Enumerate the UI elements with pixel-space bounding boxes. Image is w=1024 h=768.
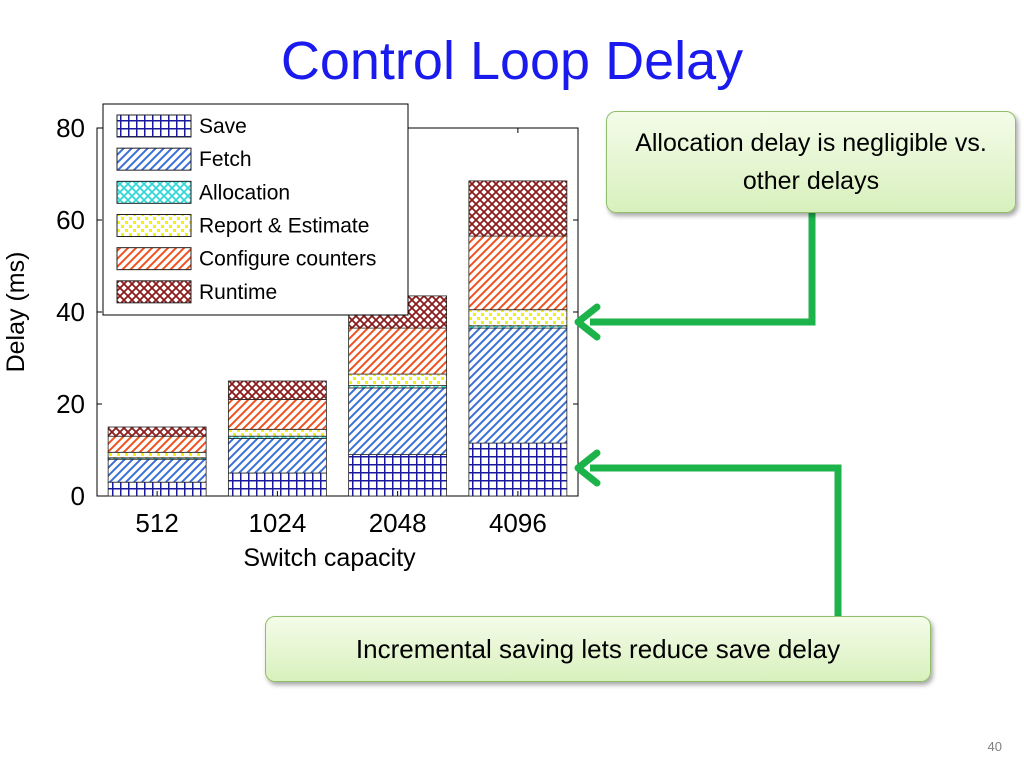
bar-segment-save <box>468 442 568 497</box>
x-tick-label: 2048 <box>369 508 427 538</box>
allocation-arrow-line <box>590 213 816 326</box>
bar-segment-fetch <box>468 327 568 444</box>
bar-segment-report-estimate <box>227 428 327 437</box>
bar-segment-fetch <box>227 438 327 474</box>
slide-title: Control Loop Delay <box>280 31 744 91</box>
bar-segment-configure-counters <box>227 398 327 430</box>
bar-segment-runtime <box>468 180 568 237</box>
allocation-callout: Allocation delay is negligible vs. other… <box>606 111 1016 213</box>
bar-segment-fetch <box>348 387 448 455</box>
y-tick-label: 80 <box>56 113 85 143</box>
page-number: 40 <box>987 739 1002 754</box>
x-tick-label: 1024 <box>248 508 306 538</box>
bar-segment-configure-counters <box>107 435 207 453</box>
legend-swatch-report-estimate <box>116 214 192 237</box>
legend-label: Save <box>199 115 247 138</box>
y-tick-label: 0 <box>71 481 85 511</box>
bar-segment-runtime <box>227 380 327 400</box>
bar-segment-runtime <box>107 426 207 437</box>
legend-label: Runtime <box>199 281 277 304</box>
legend-swatch-save <box>116 114 192 138</box>
x-tick-label: 512 <box>135 508 178 538</box>
allocation-arrowhead <box>574 303 601 341</box>
legend-box <box>102 103 409 316</box>
bar-segment-report-estimate <box>348 373 448 387</box>
legend-label: Report & Estimate <box>199 215 369 238</box>
bar-segment-report-estimate <box>468 309 568 327</box>
bar-segment-configure-counters <box>468 235 568 311</box>
x-tick-label: 4096 <box>489 508 547 538</box>
saving-arrow-line <box>590 464 842 616</box>
legend-swatch-configure-counters <box>116 247 192 271</box>
y-tick-label: 20 <box>56 389 85 419</box>
legend-label: Allocation <box>199 181 290 204</box>
saving-callout: Incremental saving lets reduce save dela… <box>265 616 931 682</box>
legend-label: Fetch <box>199 148 252 171</box>
bar-segment-report-estimate <box>107 451 207 459</box>
x-axis-label: Switch capacity <box>243 544 416 572</box>
y-tick-label: 40 <box>56 297 85 327</box>
legend-label: Configure counters <box>199 248 376 271</box>
y-axis-label: Delay (ms) <box>2 252 30 373</box>
legend-swatch-runtime <box>116 280 192 304</box>
y-tick-label: 60 <box>56 205 85 235</box>
saving-arrowhead <box>574 449 601 487</box>
bar-segment-fetch <box>107 458 207 483</box>
bar-segment-configure-counters <box>348 327 448 375</box>
bar-segment-save <box>348 454 448 497</box>
legend-swatch-allocation <box>116 180 192 204</box>
legend-swatch-fetch <box>116 147 192 171</box>
